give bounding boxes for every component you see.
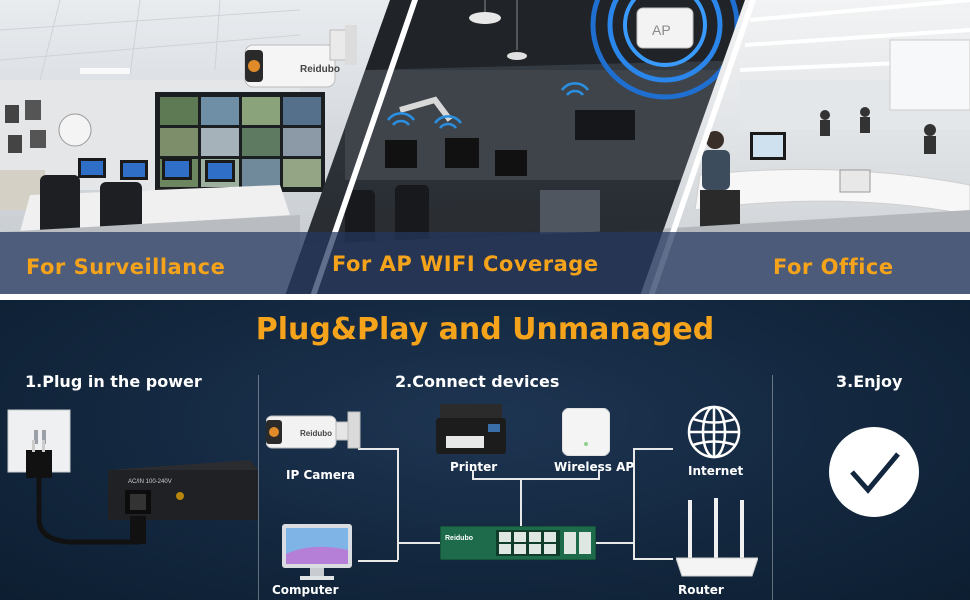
label-ip-camera: IP Camera <box>286 468 355 482</box>
wire <box>358 560 398 562</box>
step-power: 1.Plug in the power <box>25 372 202 391</box>
caption-band <box>0 232 970 296</box>
ap-badge: AP <box>652 22 671 38</box>
wire <box>598 470 600 480</box>
wire <box>633 448 635 560</box>
scenario-banner: Reidubo <box>0 0 970 296</box>
switch-rear-icon <box>108 460 258 544</box>
ip-camera-icon: Reidubo <box>266 411 361 449</box>
label-wireless-ap: Wireless AP <box>554 460 635 474</box>
power-illustration: AC/IN 100-240V <box>7 409 258 545</box>
wire <box>397 448 399 560</box>
label-router: Router <box>678 583 724 597</box>
wire <box>397 542 441 544</box>
wire <box>520 478 522 526</box>
globe-icon <box>687 405 741 459</box>
surveillance-photo: Reidubo <box>0 0 420 296</box>
label-computer: Computer <box>272 583 339 597</box>
bullet-camera-icon <box>244 25 357 88</box>
caption-surveillance: For Surveillance <box>26 255 226 279</box>
how-to-section: Plug&Play and Unmanaged 1.Plug in the po… <box>0 300 970 600</box>
power-plug-icon <box>26 440 140 545</box>
access-point-icon <box>590 0 740 100</box>
camera-brand: Reidubo <box>300 64 340 75</box>
step-divider <box>258 375 259 600</box>
section-separator <box>0 294 970 300</box>
camera-brand: Reidubo <box>300 429 332 438</box>
step-enjoy: 3.Enjoy <box>836 372 903 391</box>
wire <box>472 470 474 480</box>
wire <box>596 542 634 544</box>
checkmark-icon <box>829 427 919 517</box>
caption-ap-wifi: For AP WIFI Coverage <box>332 252 599 276</box>
power-label: AC/IN 100-240V <box>128 479 172 485</box>
poe-switch-icon: Reidubo <box>440 526 596 560</box>
wifi-icon <box>386 82 590 129</box>
headline: Plug&Play and Unmanaged <box>255 312 715 347</box>
step-divider <box>772 375 773 600</box>
router-icon <box>676 498 758 577</box>
label-printer: Printer <box>450 460 498 474</box>
wire <box>472 478 600 480</box>
step-connect: 2.Connect devices <box>395 372 560 391</box>
switch-brand: Reidubo <box>445 535 473 542</box>
wire <box>358 448 398 450</box>
label-internet: Internet <box>688 464 744 478</box>
computer-icon <box>282 524 352 580</box>
caption-office: For Office <box>773 255 894 279</box>
printer-icon <box>436 404 506 454</box>
wire <box>633 448 673 450</box>
wire <box>633 558 673 560</box>
wireless-ap-icon <box>562 408 610 456</box>
